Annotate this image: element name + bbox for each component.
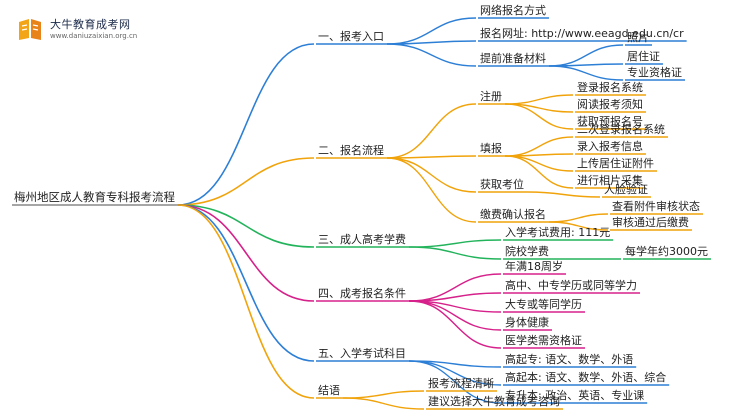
branch-2-child-1-connector xyxy=(386,103,477,159)
branch-1-child-3-node[interactable]: 提前准备材料 xyxy=(480,51,546,65)
branch-2-child-1-leaf-3-connector xyxy=(504,103,574,130)
site-logo[interactable]: 大牛教育成考网 www.daniuzaixian.org.cn xyxy=(16,14,156,48)
branch-1-child-1-node[interactable]: 网络报名方式 xyxy=(480,3,546,17)
branch-2-child-1-leaf-1-node[interactable]: 登录报名系统 xyxy=(577,80,643,94)
branch-2-child-2-leaf-3-connector xyxy=(504,155,574,172)
branch-5-child-1-node[interactable]: 高起专: 语文、数学、外语 xyxy=(505,352,633,366)
branch-3-child-1-node[interactable]: 入学考试费用: 111元 xyxy=(505,225,610,239)
branch-5-child-3-node[interactable]: 专升本: 政治、英语、专业课 xyxy=(505,388,644,402)
branch-1-child-3-leaf-3-node[interactable]: 专业资格证 xyxy=(627,65,682,79)
branch-2-child-3-connector xyxy=(386,157,477,193)
branch-2-child-2-leaf-4-node[interactable]: 进行相片采集 xyxy=(577,173,643,187)
branch-5-child-3-connector xyxy=(408,360,502,404)
logo-book-icon xyxy=(19,19,41,40)
branch-1-connector xyxy=(177,43,315,206)
branch-2-child-4-connector xyxy=(386,157,477,223)
branch-1-child-2-connector xyxy=(386,40,477,45)
branch-2-child-3-leaf-1-node[interactable]: 人脸验证 xyxy=(604,182,648,196)
branch-2-child-4-leaf-2-connector xyxy=(548,221,609,231)
branch-1-node[interactable]: 一、报考入口 xyxy=(318,29,384,43)
branch-4-connector xyxy=(177,204,315,302)
branch-6-child-2-connector xyxy=(342,397,425,410)
branch-2-child-1-leaf-2-node[interactable]: 阅读报考须知 xyxy=(577,97,643,111)
branch-6-connector xyxy=(177,204,315,399)
branch-2-child-2-leaf-3-node[interactable]: 上传居住证附件 xyxy=(577,156,654,170)
branch-3-child-2-connector xyxy=(408,246,502,260)
branch-1-child-3-leaf-3-connector xyxy=(548,65,624,81)
branch-2-child-2-leaf-2-node[interactable]: 录入报考信息 xyxy=(577,139,643,153)
branch-1-child-3-leaf-1-node[interactable]: 照片 xyxy=(627,31,649,44)
branch-1-child-1-connector xyxy=(386,17,477,45)
branch-5-connector xyxy=(177,204,315,362)
branch-4-child-4-connector xyxy=(408,300,502,331)
branch-3-child-2-leaf-1-node[interactable]: 每学年约3000元 xyxy=(625,244,708,258)
branch-2-child-2-leaf-1-connector xyxy=(504,136,574,157)
branch-4-child-4-node[interactable]: 身体健康 xyxy=(505,315,549,329)
branch-2-child-1-leaf-1-connector xyxy=(504,94,574,105)
branch-2-child-4-leaf-2-node[interactable]: 审核通过后缴费 xyxy=(612,215,689,229)
branch-4-child-2-node[interactable]: 高中、中专学历或同等学力 xyxy=(505,278,637,292)
branch-4-child-5-node[interactable]: 医学类需资格证 xyxy=(505,333,582,347)
branch-2-connector xyxy=(177,157,315,206)
branch-2-child-2-connector xyxy=(386,155,477,159)
branch-6-node[interactable]: 结语 xyxy=(318,384,340,397)
branch-3-child-2-node[interactable]: 院校学费 xyxy=(505,244,549,258)
branch-2-child-4-leaf-1-connector xyxy=(548,213,609,223)
branch-5-child-2-node[interactable]: 高起本: 语文、数学、外语、综合 xyxy=(505,370,666,384)
branch-2-child-2-leaf-1-node[interactable]: 二次登录报名系统 xyxy=(577,122,665,136)
root-node[interactable]: 梅州地区成人教育专科报考流程 xyxy=(14,190,175,204)
branch-1-child-3-connector xyxy=(386,43,477,67)
branch-2-node[interactable]: 二、报名流程 xyxy=(318,143,384,157)
branch-2-child-3-leaf-1-connector xyxy=(526,191,601,198)
branch-1-child-3-leaf-2-node[interactable]: 居住证 xyxy=(627,49,660,63)
branch-2-child-3-node[interactable]: 获取考位 xyxy=(480,177,524,191)
logo-title: 大牛教育成考网 xyxy=(50,18,131,31)
branch-6-child-1-node[interactable]: 报考流程清晰 xyxy=(428,376,494,390)
branch-4-node[interactable]: 四、成考报名条件 xyxy=(318,286,406,300)
branch-1-child-2-node[interactable]: 报名网址: http://www.eeagd.edu.cn/cr xyxy=(480,26,684,40)
branch-6-child-2-node[interactable]: 建议选择大牛教育成考咨询 xyxy=(428,394,560,408)
branch-2-child-1-leaf-3-node[interactable]: 获取预报名号 xyxy=(577,114,643,128)
branch-2-child-4-node[interactable]: 缴费确认报名 xyxy=(480,207,546,221)
branch-2-child-2-leaf-4-connector xyxy=(504,155,574,189)
branch-4-child-5-connector xyxy=(408,300,502,349)
branch-2-child-1-node[interactable]: 注册 xyxy=(480,89,502,103)
branch-2-child-4-leaf-1-node[interactable]: 查看附件审核状态 xyxy=(612,199,700,213)
logo-url: www.daniuzaixian.org.cn xyxy=(50,32,138,40)
branch-2-child-2-node[interactable]: 填报 xyxy=(480,141,502,155)
branch-1-child-3-leaf-1-connector xyxy=(548,44,624,67)
branch-5-node[interactable]: 五、入学考试科目 xyxy=(318,346,406,360)
branch-3-node[interactable]: 三、成人高考学费 xyxy=(318,232,406,246)
branch-4-child-3-node[interactable]: 大专或等同学历 xyxy=(505,297,582,311)
branch-3-child-1-connector xyxy=(408,239,502,248)
branch-3-connector xyxy=(177,204,315,248)
branch-6-child-1-connector xyxy=(342,390,425,399)
branch-4-child-1-node[interactable]: 年满18周岁 xyxy=(505,259,563,273)
